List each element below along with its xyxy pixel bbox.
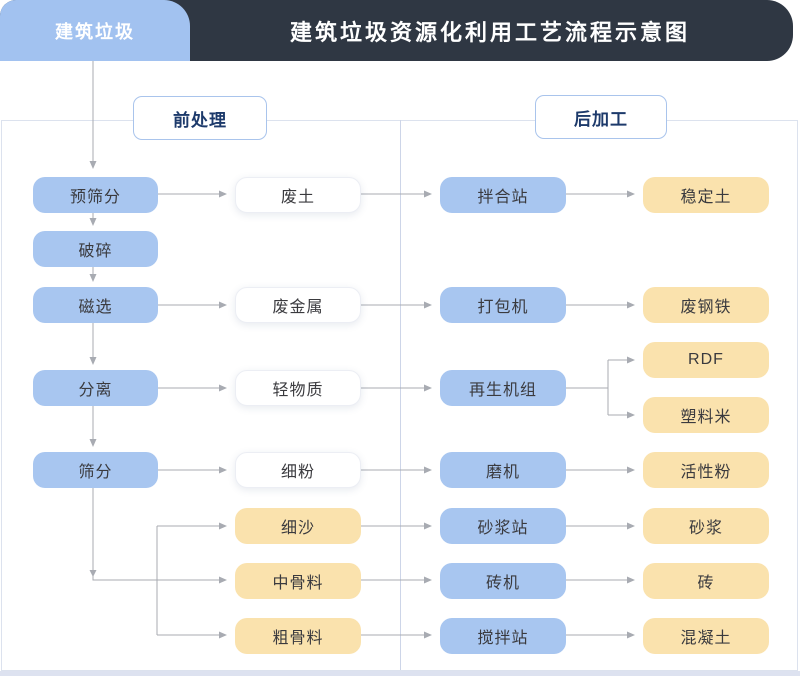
node-mortar: 砂浆: [643, 508, 769, 544]
node-pre-screening: 预筛分: [33, 177, 158, 213]
node-fine-powder: 细粉: [235, 452, 361, 488]
source-tab: 建筑垃圾: [0, 0, 190, 61]
node-scrap-metal: 废金属: [235, 287, 361, 323]
page-title: 建筑垃圾资源化利用工艺流程示意图: [289, 19, 690, 45]
node-brick: 砖: [643, 563, 769, 599]
node-mortar-station: 砂浆站: [440, 508, 566, 544]
node-separation: 分离: [33, 370, 158, 406]
node-magnetic-separation: 磁选: [33, 287, 158, 323]
node-active-powder: 活性粉: [643, 452, 769, 488]
node-scrap-steel: 废钢铁: [643, 287, 769, 323]
node-light-material: 轻物质: [235, 370, 361, 406]
flow-panel: [1, 120, 798, 671]
node-concrete-mixing-station: 搅拌站: [440, 618, 566, 654]
node-recycling-unit: 再生机组: [440, 370, 566, 406]
section-label-postprocessing: 后加工: [535, 95, 667, 139]
node-plastic-pellets: 塑料米: [643, 397, 769, 433]
node-mixing-station: 拌合站: [440, 177, 566, 213]
node-coarse-aggregate: 粗骨料: [235, 618, 361, 654]
node-waste-soil: 废土: [235, 177, 361, 213]
section-label-pretreatment: 前处理: [133, 96, 267, 140]
node-fine-sand: 细沙: [235, 508, 361, 544]
node-mill: 磨机: [440, 452, 566, 488]
node-brick-machine: 砖机: [440, 563, 566, 599]
bottom-strip: [0, 671, 800, 676]
node-baler: 打包机: [440, 287, 566, 323]
node-medium-aggregate: 中骨料: [235, 563, 361, 599]
node-crushing: 破碎: [33, 231, 158, 267]
node-rdf: RDF: [643, 342, 769, 378]
section-divider: [400, 120, 401, 670]
node-stabilized-soil: 稳定土: [643, 177, 769, 213]
node-concrete: 混凝土: [643, 618, 769, 654]
node-screening: 筛分: [33, 452, 158, 488]
